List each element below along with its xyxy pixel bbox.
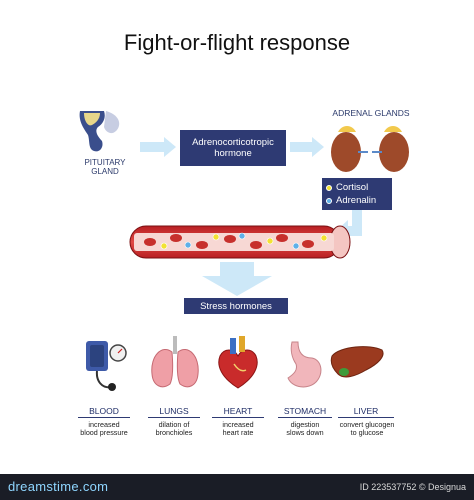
divider-blood: [78, 417, 130, 418]
divider-lungs: [148, 417, 200, 418]
legend-adrenalin: Adrenalin: [326, 194, 388, 207]
cortisol-dot-icon: [326, 184, 332, 191]
organ-name-liver: LIVER: [353, 406, 379, 416]
heart-icon: [218, 336, 258, 389]
page-title: Fight-or-flight response: [123, 30, 351, 55]
kidneys-illustration: [331, 126, 409, 172]
organ-name-blood: BLOOD: [89, 406, 119, 416]
arrow-right-2: [290, 137, 324, 157]
organ-desc-stomach: digestion slows down: [286, 420, 324, 438]
organ-name-stomach: STOMACH: [283, 406, 327, 416]
blood-vessel-illustration: [129, 225, 351, 259]
organ-name-lungs: LUNGS: [159, 406, 189, 416]
stomach-icon: [287, 341, 322, 388]
legend-cortisol: Cortisol: [326, 181, 388, 194]
footer-site-link[interactable]: dreamstime.com: [8, 479, 109, 494]
organ-desc-lungs: dilation of bronchioles: [155, 420, 193, 438]
adrenal-glands-label: ADRENAL GLANDS: [332, 108, 410, 118]
hormone-legend: Cortisol Adrenalin: [322, 178, 392, 210]
organ-desc-blood: increased blood pressure: [80, 420, 128, 438]
divider-stomach: [278, 417, 332, 418]
organ-desc-heart: increased heart rate: [222, 420, 254, 438]
divider-liver: [338, 417, 394, 418]
footer-bar: [0, 474, 474, 500]
legend-adrenalin-label: Adrenalin: [336, 195, 377, 206]
adrenalin-dot-icon: [326, 197, 332, 204]
divider-heart: [212, 417, 264, 418]
pituitary-gland-label: PITUITARY GLAND: [84, 158, 126, 176]
legend-cortisol-label: Cortisol: [336, 182, 369, 193]
organ-name-heart: HEART: [223, 406, 253, 416]
arrow-down: [202, 262, 272, 296]
organ-desc-liver: convert glucogen to glucose: [339, 420, 395, 438]
arrow-right-1: [140, 137, 176, 157]
blood-pressure-monitor-icon: [86, 341, 127, 391]
acth-box: Adrenocorticotropic hormone: [180, 130, 286, 166]
stress-hormones-box: Stress hormones: [184, 298, 288, 314]
lungs-icon: [151, 336, 199, 388]
pituitary-gland-illustration: [79, 111, 120, 152]
footer-image-id: ID 223537752 © Designua: [359, 482, 466, 492]
liver-icon: [330, 346, 384, 378]
